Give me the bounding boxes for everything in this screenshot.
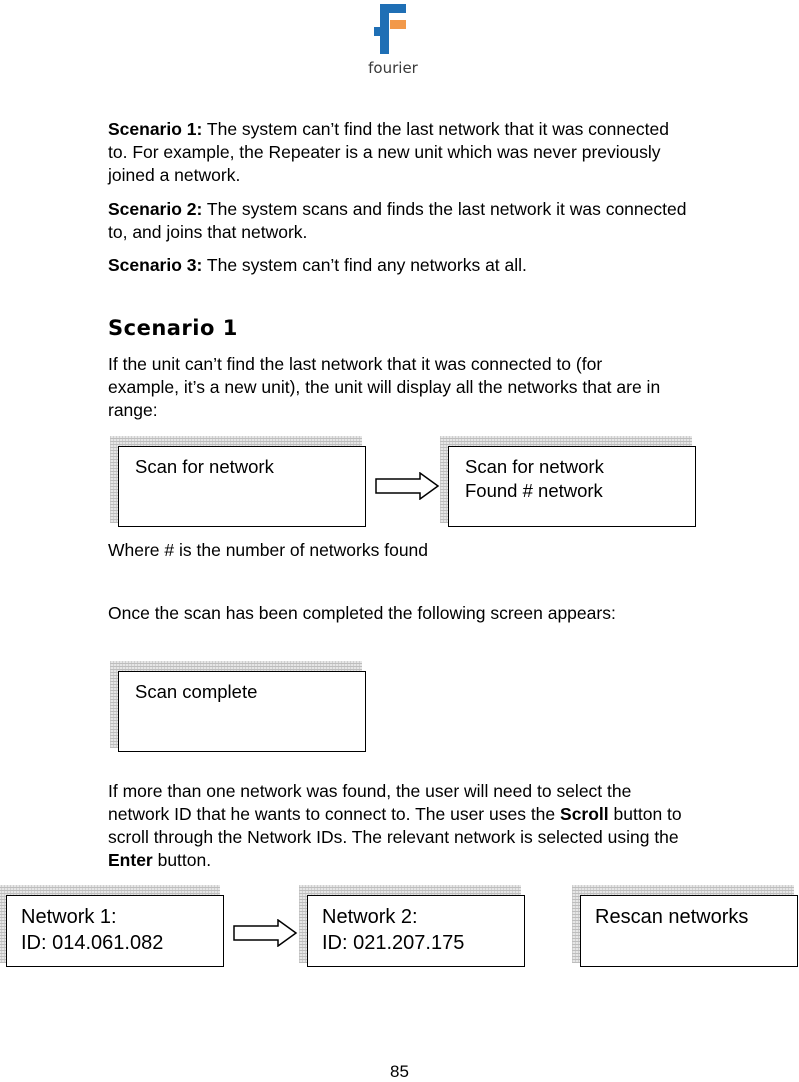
p4-text-a: If more than one network was found, the … <box>108 781 632 824</box>
lcd-screen-network-2: Network 2: ID: 021.207.175 <box>299 885 525 967</box>
lcd-screen-scanning: Scan for network <box>110 436 366 527</box>
section-paragraph-4: If more than one network was found, the … <box>108 780 688 872</box>
lcd-screen-rescan: Rescan networks <box>572 885 798 967</box>
fourier-logo-mark <box>374 4 406 54</box>
section-paragraph-1: If the unit can’t find the last network … <box>108 354 661 420</box>
lcd-face: Network 2: ID: 021.207.175 <box>307 895 525 967</box>
scenario-2-summary: Scenario 2: The system scans and finds t… <box>108 198 688 244</box>
scenario-3-summary: Scenario 3: The system can’t find any ne… <box>108 254 688 277</box>
lcd-line: Scan for network <box>135 456 274 477</box>
fourier-logo: fourier <box>364 0 434 80</box>
lcd-screen-found: Scan for network Found # network <box>440 436 696 527</box>
p4-text-b: button to scroll through the Network IDs… <box>108 804 682 847</box>
lcd-face: Scan for network Found # network <box>448 446 696 527</box>
lcd-line: Scan for network <box>465 456 604 477</box>
right-arrow-icon <box>233 919 298 947</box>
scenario-1-label: Scenario 1: <box>108 119 203 139</box>
section-heading: Scenario 1 <box>108 316 238 340</box>
scenario-1-summary: Scenario 1: The system can’t find the la… <box>108 118 688 187</box>
lcd-screen-complete: Scan complete <box>110 661 366 752</box>
right-arrow-icon <box>375 472 440 500</box>
lcd-line: Scan complete <box>135 681 258 702</box>
lcd-face: Rescan networks <box>580 895 798 967</box>
scenario-3-label: Scenario 3: <box>108 255 203 275</box>
lcd-line: ID: 021.207.175 <box>322 932 465 954</box>
lcd-screen-network-1: Network 1: ID: 014.061.082 <box>0 885 224 967</box>
scenario-3-text: The system can’t find any networks at al… <box>202 255 527 275</box>
section-paragraph-3: Once the scan has been completed the fol… <box>108 603 616 623</box>
lcd-line: Found # network <box>465 480 603 501</box>
lcd-line: ID: 014.061.082 <box>21 932 164 954</box>
lcd-line: Network 1: <box>21 906 117 928</box>
enter-button-name: Enter <box>108 850 153 870</box>
lcd-line: Network 2: <box>322 906 418 928</box>
page-number: 85 <box>390 1062 409 1081</box>
scenario-2-text: The system scans and finds the last netw… <box>108 199 687 242</box>
lcd-line: Rescan networks <box>595 906 749 928</box>
scenario-1-text: The system can’t find the last network t… <box>108 119 669 185</box>
logo-wordmark: fourier <box>368 59 418 77</box>
lcd-face: Scan for network <box>118 446 366 527</box>
scenario-2-label: Scenario 2: <box>108 199 203 219</box>
lcd-face: Scan complete <box>118 671 366 752</box>
scroll-button-name: Scroll <box>560 804 609 824</box>
section-paragraph-2: Where # is the number of networks found <box>108 540 429 560</box>
p4-text-c: button. <box>152 850 212 870</box>
lcd-face: Network 1: ID: 014.061.082 <box>6 895 224 967</box>
